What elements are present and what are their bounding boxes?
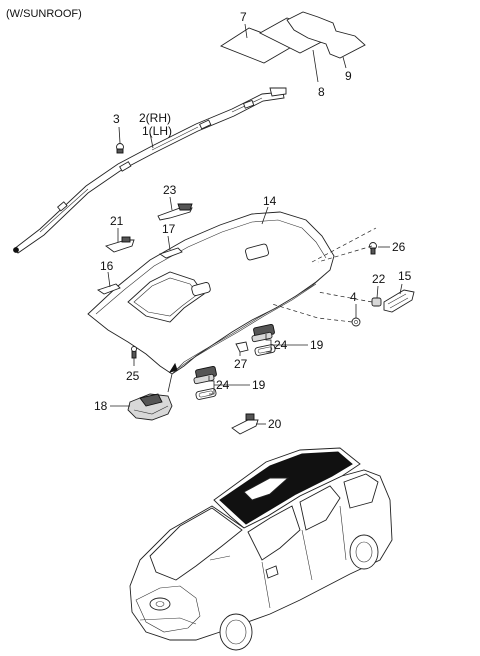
diagram-caption: (W/SUNROOF) <box>6 8 82 20</box>
cap-15[interactable] <box>371 297 382 307</box>
vehicle-illustration <box>129 447 393 651</box>
callout-19-lower: 19 <box>252 378 266 392</box>
callout-4: 4 <box>350 290 357 304</box>
curtain-airbag-rail[interactable] <box>13 87 287 254</box>
callout-24-upper: 24 <box>274 338 288 352</box>
handle-22[interactable] <box>383 289 415 313</box>
sunroof-panel-9[interactable] <box>286 11 366 59</box>
trim-23[interactable] <box>157 203 193 221</box>
room-lamp-24-upper[interactable] <box>251 323 275 343</box>
callout-15: 22 <box>372 272 386 286</box>
callout-22: 15 <box>398 269 412 283</box>
callout-19-upper: 19 <box>310 338 324 352</box>
overhead-console-18[interactable] <box>127 393 173 421</box>
screw-25[interactable] <box>131 346 137 359</box>
lens-19-upper[interactable] <box>254 344 276 356</box>
callout-7: 7 <box>240 10 247 24</box>
callout-1-lh: 1(LH) <box>142 124 172 138</box>
callout-18: 18 <box>94 399 108 413</box>
callout-27: 27 <box>234 357 248 371</box>
bracket-27[interactable] <box>235 341 249 353</box>
callout-20: 20 <box>268 417 282 431</box>
callout-14: 14 <box>263 194 277 208</box>
callout-2-rh: 2(RH) <box>139 111 171 125</box>
bolt-16[interactable] <box>369 242 377 255</box>
nut-4[interactable] <box>351 317 361 327</box>
callout-17: 17 <box>162 222 176 236</box>
callout-3: 3 <box>113 112 120 126</box>
clip-3[interactable] <box>116 143 124 154</box>
callout-26: 16 <box>100 259 114 273</box>
bracket-20[interactable] <box>231 413 259 435</box>
hook-17[interactable] <box>158 247 183 259</box>
lens-19-lower[interactable] <box>195 388 217 400</box>
callout-8: 8 <box>318 85 325 99</box>
bracket-21[interactable] <box>105 236 135 253</box>
callout-25: 25 <box>126 369 140 383</box>
callout-21: 21 <box>110 214 124 228</box>
callout-24-lower: 24 <box>216 378 230 392</box>
callout-23: 23 <box>163 183 177 197</box>
callout-16: 26 <box>392 240 406 254</box>
callout-9: 9 <box>345 69 352 83</box>
headlining-14[interactable] <box>87 211 335 375</box>
